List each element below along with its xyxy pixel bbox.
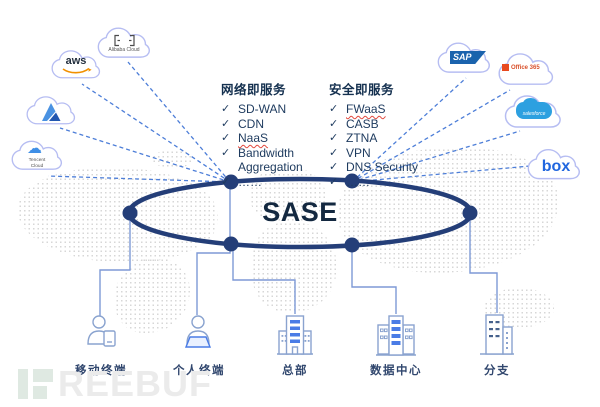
check-icon: ✓ xyxy=(221,103,231,115)
aws-smile-icon xyxy=(62,67,92,74)
list-item: ✓ZTNA xyxy=(329,131,378,145)
link-alibaba xyxy=(127,61,231,183)
check-icon: ✓ xyxy=(329,146,339,159)
cloud-links xyxy=(47,61,531,183)
security-service-title: 安全即服务 xyxy=(329,83,395,97)
node-right xyxy=(462,205,478,221)
office365-label: Office 365 xyxy=(511,64,540,71)
link-branch xyxy=(469,213,498,313)
watermark-text: REEBUF xyxy=(58,363,213,404)
node-top-right xyxy=(344,173,360,189)
security-as-a-service-list: 安全即服务 ✓FWaaS ✓CASB ✓ZTNA ✓VPN ✓DNS Secur… xyxy=(329,79,429,189)
link-office365 xyxy=(351,89,511,183)
sap-label: SAP xyxy=(453,52,472,62)
link-azure xyxy=(59,127,231,183)
node-left xyxy=(122,205,138,221)
freebuf-watermark: REEBUF xyxy=(18,363,213,404)
salesforce-logo: salesforce xyxy=(516,98,552,119)
box-label: box xyxy=(541,158,571,175)
list-item: ✓CDN xyxy=(221,116,264,131)
salesforce-label: salesforce xyxy=(522,111,546,117)
node-bottom-left xyxy=(223,236,239,252)
link-salesforce xyxy=(351,130,521,183)
personal-terminal-label: 个人终端 xyxy=(173,365,225,377)
link-mobile xyxy=(99,213,131,316)
datacenter-label: 数据中心 xyxy=(370,365,422,377)
endpoint-links xyxy=(99,182,498,316)
check-icon: ✓ xyxy=(221,175,231,188)
network-as-a-service-list: 网络即服务 ✓SD-WAN ✓CDN ✓NaaS ✓Bandwidth Aggr… xyxy=(221,79,313,189)
mobile-terminal-label: 移动终端 xyxy=(75,365,127,377)
check-icon: ✓ xyxy=(221,132,231,144)
map-asia xyxy=(338,148,558,273)
alibaba-cloud-label: Alibaba Cloud xyxy=(108,47,140,53)
branch-icon xyxy=(480,314,514,355)
freebuf-logo-icon xyxy=(18,369,28,399)
tencent-cloud-icon: ☁ xyxy=(27,140,42,157)
check-icon: ✓ xyxy=(221,146,231,159)
list-item: ✓FWaaS xyxy=(329,102,386,116)
mobile-terminal-icon xyxy=(87,315,116,347)
link-box xyxy=(351,165,531,183)
sase-title: SASE xyxy=(262,197,338,227)
link-sap xyxy=(351,77,467,183)
office365-logo: Office 365 xyxy=(502,64,554,71)
datacenter-icon xyxy=(376,315,416,356)
azure-icon xyxy=(42,103,61,121)
link-personal xyxy=(196,182,231,315)
personal-terminal-icon xyxy=(184,315,212,348)
list-item: ✓CASB xyxy=(329,116,379,131)
alibaba-cloud-icon xyxy=(114,34,135,47)
check-icon: ✓ xyxy=(329,132,339,144)
map-greenland xyxy=(152,150,194,168)
tencent-cloud-label: Tencent Cloud xyxy=(28,158,46,169)
check-icon: ✓ xyxy=(329,117,339,130)
freebuf-logo-icon xyxy=(33,369,53,399)
check-icon: ✓ xyxy=(329,175,339,188)
map-north-america xyxy=(18,168,218,263)
check-icon: ✓ xyxy=(329,161,339,173)
headquarters-icon xyxy=(277,315,313,355)
office365-icon xyxy=(502,64,509,71)
list-item: ✓…… xyxy=(221,174,262,189)
aws-label: aws xyxy=(65,55,87,67)
link-tencent xyxy=(47,175,231,183)
network-service-title: 网络即服务 xyxy=(221,83,287,97)
sase-nodes xyxy=(122,173,478,253)
headquarters-label: 总部 xyxy=(282,365,308,377)
link-hq xyxy=(232,244,296,314)
check-icon: ✓ xyxy=(329,103,339,115)
check-icon: ✓ xyxy=(221,117,231,130)
list-item: ✓DNS Security xyxy=(329,160,419,174)
sap-logo: SAP xyxy=(450,51,486,64)
branch-label: 分支 xyxy=(484,365,510,377)
link-aws xyxy=(81,83,231,183)
list-item: ✓SD-WAN xyxy=(221,102,287,116)
list-item: ✓Bandwidth Aggregation xyxy=(221,145,303,175)
list-item: ✓VPN xyxy=(329,145,371,160)
list-item: ✓…… xyxy=(329,174,370,189)
node-top-left xyxy=(223,174,239,190)
link-datacenter xyxy=(351,245,397,314)
list-item: ✓NaaS xyxy=(221,131,269,145)
node-bottom-right xyxy=(344,237,360,253)
